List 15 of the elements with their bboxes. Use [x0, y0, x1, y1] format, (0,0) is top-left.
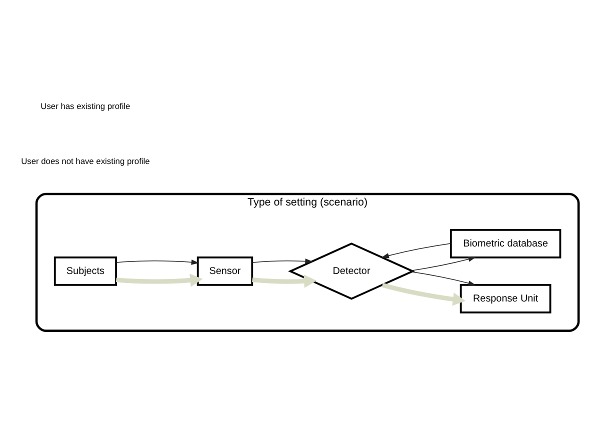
arrow: [116, 260, 199, 265]
arrow: [252, 258, 313, 264]
node-box: Biometric database: [450, 228, 562, 258]
arrow: [381, 243, 452, 258]
legend-label: User does not have existing profile: [21, 156, 150, 166]
arrow: [252, 274, 317, 288]
arrow: [411, 256, 476, 271]
arrow: [382, 282, 466, 306]
node-box: Sensor: [196, 256, 254, 286]
arrow: [411, 271, 476, 286]
node-box: Response Unit: [460, 284, 552, 314]
node-box: Subjects: [54, 256, 117, 286]
node-diamond: Detector: [288, 242, 415, 300]
arrow: [116, 274, 203, 287]
legend-label: User has existing profile: [40, 100, 130, 111]
